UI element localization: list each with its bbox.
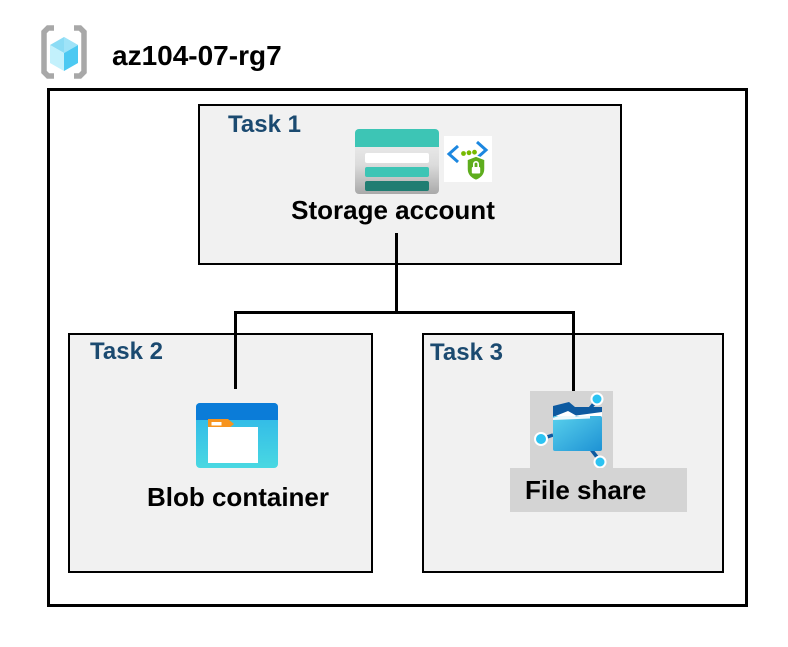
storage-account-icon [355,129,439,194]
file-share-icon [534,392,607,469]
connector-horizontal [234,311,575,314]
blob-container-icon [196,403,278,468]
connector-to-fileshare [572,311,575,392]
storage-account-label: Storage account [291,195,495,225]
task3-label: Task 3 [430,339,503,366]
fileshare-label-box: File share [510,468,687,512]
file-share-label: File share [525,475,647,505]
task2-label: Task 2 [90,338,163,365]
connector-to-blob [234,311,237,389]
shared-access-signature-icon [444,136,492,182]
resource-group-name: az104-07-rg7 [112,40,282,71]
resource-group-icon [41,25,87,79]
connector-storage-stem [395,233,398,313]
task1-label: Task 1 [228,111,301,138]
fileshare-highlight [530,391,613,469]
blob-container-label: Blob container [146,482,329,512]
